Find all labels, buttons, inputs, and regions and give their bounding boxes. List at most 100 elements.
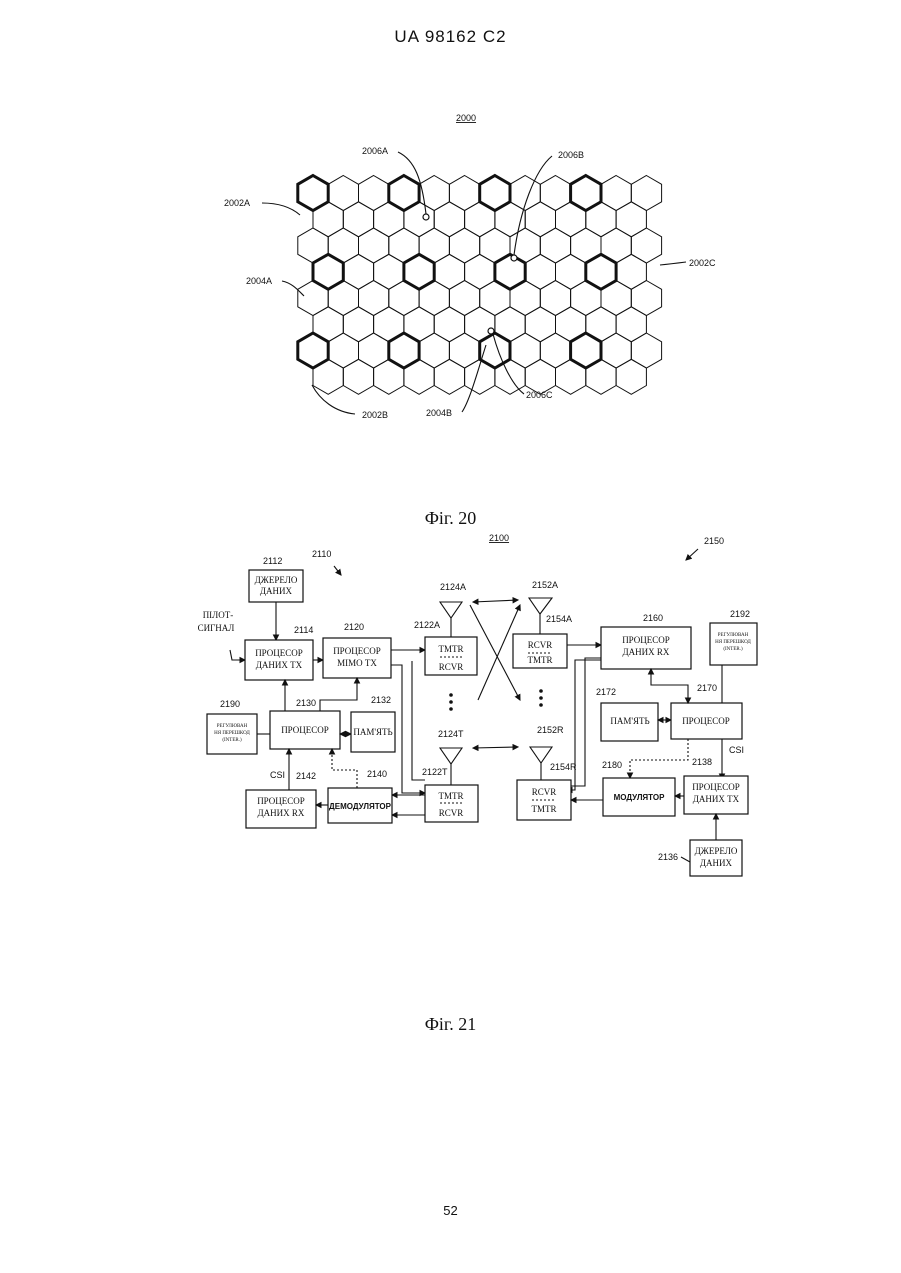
- ref-2124A: 2124A: [440, 582, 466, 592]
- ref-2130: 2130: [296, 698, 316, 708]
- hex-cell: [343, 254, 373, 289]
- tx-proc-right-l2: ДАНИХ ТХ: [693, 794, 740, 804]
- fig20-ref-2000: 2000: [456, 113, 476, 123]
- hex-cell: [419, 333, 449, 368]
- figure-21-caption: Фіг. 21: [0, 1014, 901, 1035]
- hex-cell: [510, 333, 540, 368]
- hex-cell: [465, 254, 495, 289]
- csi-left: CSI: [270, 770, 285, 780]
- mimo-l2: МІМО ТХ: [337, 658, 377, 668]
- ds-right-l1: ДЖЕРЕЛО: [695, 846, 738, 856]
- hex-cell: [631, 333, 661, 368]
- ref-2124T: 2124T: [438, 729, 464, 739]
- ref-2154A: 2154A: [546, 614, 572, 624]
- tmtr-d: TMTR: [531, 804, 556, 814]
- ref-2120: 2120: [344, 622, 364, 632]
- terminal-2006B: [511, 255, 517, 261]
- cluster-hex-outline: [586, 254, 616, 289]
- ref-2192: 2192: [730, 609, 750, 619]
- label-2006C: 2006C: [526, 390, 553, 400]
- hex-cell: [374, 254, 404, 289]
- ref-2154R: 2154R: [550, 762, 577, 772]
- proc-right: ПРОЦЕСОР: [682, 716, 730, 726]
- hex-cell: [434, 254, 464, 289]
- hex-cell: [525, 202, 555, 237]
- ref-2180: 2180: [602, 760, 622, 770]
- antenna-2152R: [530, 747, 552, 763]
- label-2002A: 2002A: [224, 198, 250, 208]
- hex-cell: [449, 333, 479, 368]
- hex-cell: [631, 228, 661, 263]
- hex-cell: [601, 176, 631, 211]
- hex-cell: [343, 202, 373, 237]
- data-source-l2: ДАНИХ: [260, 586, 293, 596]
- hex-cell: [540, 228, 570, 263]
- hex-cell: [449, 281, 479, 316]
- rcvr-a: RCVR: [439, 662, 464, 672]
- cluster-hex-outline: [571, 333, 601, 368]
- intf-r-l3: (INTER.): [723, 647, 743, 652]
- terminal-2006C: [488, 328, 494, 334]
- intf-l2: НЯ ПЕРЕШКОД: [214, 731, 250, 736]
- pilot-l1: ПІЛОТ-: [203, 610, 234, 620]
- hex-cell: [343, 359, 373, 394]
- ref-2140: 2140: [367, 769, 387, 779]
- csi-right: CSI: [729, 745, 744, 755]
- rx-proc-l1: ПРОЦЕСОР: [622, 635, 670, 645]
- ref-2112: 2112: [263, 556, 282, 566]
- tmtr-a: TMTR: [438, 644, 463, 654]
- cluster-hex-outline: [495, 254, 525, 289]
- tmtr-c: TMTR: [438, 791, 463, 801]
- hex-cell: [631, 176, 661, 211]
- hex-cell: [616, 359, 646, 394]
- hex-cell: [540, 281, 570, 316]
- hex-cell: [343, 307, 373, 342]
- ref-2132: 2132: [371, 695, 391, 705]
- hex-cell: [540, 333, 570, 368]
- hex-cell: [328, 176, 358, 211]
- hex-cell: [540, 176, 570, 211]
- hex-cell: [616, 202, 646, 237]
- rx-proc-l2: ДАНИХ RX: [623, 647, 670, 657]
- mod: МОДУЛЯТОР: [614, 793, 666, 802]
- mimo-l1: ПРОЦЕСОР: [333, 646, 381, 656]
- ref-2122A: 2122A: [414, 620, 440, 630]
- figure-21-block-diagram: 2100 2110 2150 2112 ДЖЕРЕЛО ДАНИХ ПІЛОТ-…: [0, 528, 901, 888]
- hex-cell: [359, 176, 389, 211]
- label-2006B: 2006B: [558, 150, 584, 160]
- ref-2136: 2136: [658, 852, 678, 862]
- hex-cell: [434, 359, 464, 394]
- rx-proc-left-l1: ПРОЦЕСОР: [257, 796, 305, 806]
- cluster-hex-outline: [389, 333, 419, 368]
- cluster-outlines: [298, 176, 616, 369]
- figure-20-caption: Фіг. 20: [0, 508, 901, 529]
- label-2002C: 2002C: [689, 258, 716, 268]
- cluster-hex-outline: [298, 333, 328, 368]
- hex-cell: [616, 254, 646, 289]
- pilot-l2: СИГНАЛ: [198, 623, 235, 633]
- hex-cell: [556, 254, 586, 289]
- cluster-hex-outline: [571, 176, 601, 211]
- rx-proc-left-l2: ДАНИХ RX: [258, 808, 305, 818]
- cluster-hex-outline: [298, 176, 328, 211]
- hex-cell: [631, 281, 661, 316]
- ref-2152A: 2152A: [532, 580, 558, 590]
- demod: ДЕМОДУЛЯТОР: [329, 802, 392, 811]
- ref-2190: 2190: [220, 699, 240, 709]
- intf-l1: РЕГУЛЮВАН: [217, 724, 248, 729]
- fig21-ref-2100: 2100: [489, 533, 509, 543]
- data-source-l1: ДЖЕРЕЛО: [255, 575, 298, 585]
- rcvr-b: RCVR: [528, 640, 553, 650]
- ref-2152R: 2152R: [537, 725, 564, 735]
- hex-cell: [601, 333, 631, 368]
- ref-2170: 2170: [697, 683, 717, 693]
- ref-2172: 2172: [596, 687, 616, 697]
- ref-2142: 2142: [296, 771, 316, 781]
- hex-cell: [419, 176, 449, 211]
- label-2002B: 2002B: [362, 410, 388, 420]
- document-id-header: UA 98162 C2: [0, 27, 901, 47]
- ref-2138: 2138: [692, 757, 712, 767]
- cluster-hex-outline: [404, 254, 434, 289]
- page-number: 52: [0, 1203, 901, 1218]
- cluster-hex-outline: [389, 176, 419, 211]
